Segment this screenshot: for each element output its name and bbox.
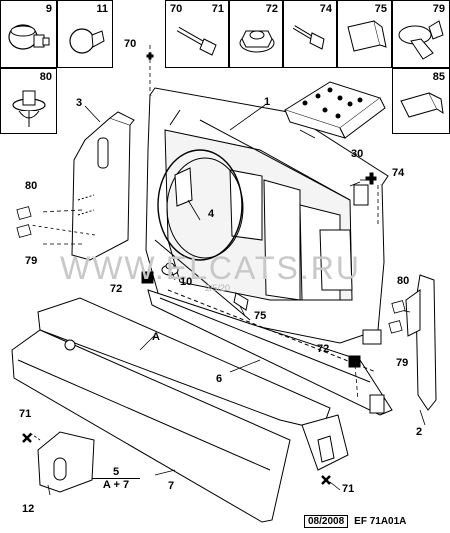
- part-75-cell: 75: [337, 0, 392, 68]
- callout-3: 3: [76, 97, 83, 109]
- callout-1: 1: [264, 96, 271, 108]
- left-mounting-bracket: [37, 431, 95, 493]
- fastener-clip-icon: [398, 20, 444, 60]
- formula-numerator: 5: [92, 466, 140, 479]
- reference-date: 08/2008: [304, 515, 349, 528]
- callout-6: 6: [216, 373, 223, 385]
- fixing-cross-71-left: [22, 433, 32, 443]
- part-70-number: 70: [170, 3, 183, 15]
- formula-denominator: A + 7: [102, 479, 130, 491]
- bolt-icon: [176, 26, 217, 56]
- part-70-71-cell: 70 71: [165, 0, 229, 68]
- callout-10: 10: [180, 276, 193, 288]
- fixing-square-72-right: [348, 355, 361, 368]
- part-85-number: 85: [432, 71, 445, 83]
- part-79-cell: 79: [392, 0, 450, 68]
- callout-72-right: 72: [317, 343, 330, 355]
- part-11-cell: 11: [57, 0, 113, 68]
- clip-79-right: [388, 320, 403, 334]
- bulb-plug-icon: [69, 28, 105, 54]
- callout-70: 70: [124, 38, 137, 50]
- part-80-cell: 80: [0, 68, 57, 134]
- bracket-clip-icon: [400, 92, 444, 118]
- fixing-square-72-left: [141, 271, 154, 284]
- fixing-cross-74: [365, 172, 377, 185]
- callout-72-left: 72: [110, 283, 123, 295]
- part-72-cell: 72: [229, 0, 283, 68]
- fan-cowl-ring: [157, 149, 244, 261]
- watermark-text: WWW.ELCATS.RU: [60, 250, 361, 286]
- assembly-formula: 5 A + 7: [92, 466, 140, 491]
- callout-75: 75: [254, 310, 267, 322]
- part-72-number: 72: [265, 3, 278, 15]
- left-side-bracket: [71, 111, 135, 261]
- fixing-cross-71-right: [321, 475, 331, 485]
- part-74-number: 74: [319, 3, 332, 15]
- callout-80-left: 80: [25, 180, 38, 192]
- callout-79-left: 79: [25, 255, 38, 267]
- fixing-cross-70: [146, 52, 154, 60]
- flange-nut-icon: [239, 30, 275, 53]
- part-9-cell: 9: [0, 0, 57, 68]
- reference-footer: 08/2008 EF 71A01A: [304, 515, 407, 528]
- clip-icon: [347, 20, 387, 52]
- callout-7: 7: [168, 480, 175, 492]
- part-9-number: 9: [45, 3, 52, 15]
- part-79-number: 79: [432, 3, 445, 15]
- clip-80-left: [16, 206, 32, 220]
- callout-80-right: 80: [397, 275, 410, 287]
- callout-a: A: [152, 331, 160, 343]
- lower-cross-rail: [147, 289, 393, 416]
- callout-4: 4: [208, 208, 215, 220]
- reference-code: EF 71A01A: [354, 516, 407, 527]
- callout-12: 12: [22, 503, 35, 515]
- part-11-number: 11: [96, 3, 108, 15]
- callout-71-right: 71: [342, 483, 355, 495]
- callout-71-left: 71: [19, 408, 32, 420]
- clip-80-right: [391, 300, 406, 314]
- watermark-date: 2/5/20: [205, 283, 231, 293]
- right-side-deflector: [405, 274, 437, 411]
- callout-2: 2: [416, 426, 423, 438]
- callout-30: 30: [351, 148, 364, 160]
- stud-bolt-icon: [292, 25, 325, 50]
- part-75-number: 75: [374, 3, 387, 15]
- callout-74: 74: [392, 167, 405, 179]
- part-74-cell: 74: [283, 0, 337, 68]
- callout-79-right: 79: [396, 357, 409, 369]
- bumper-beam: [11, 297, 349, 523]
- cap-plug-icon: [8, 24, 50, 50]
- part-71-number: 71: [211, 3, 224, 15]
- fastener-set-30: [283, 81, 386, 139]
- part-80-number: 80: [39, 71, 52, 83]
- push-rivet-icon: [12, 90, 46, 127]
- clip-79-left: [16, 224, 32, 238]
